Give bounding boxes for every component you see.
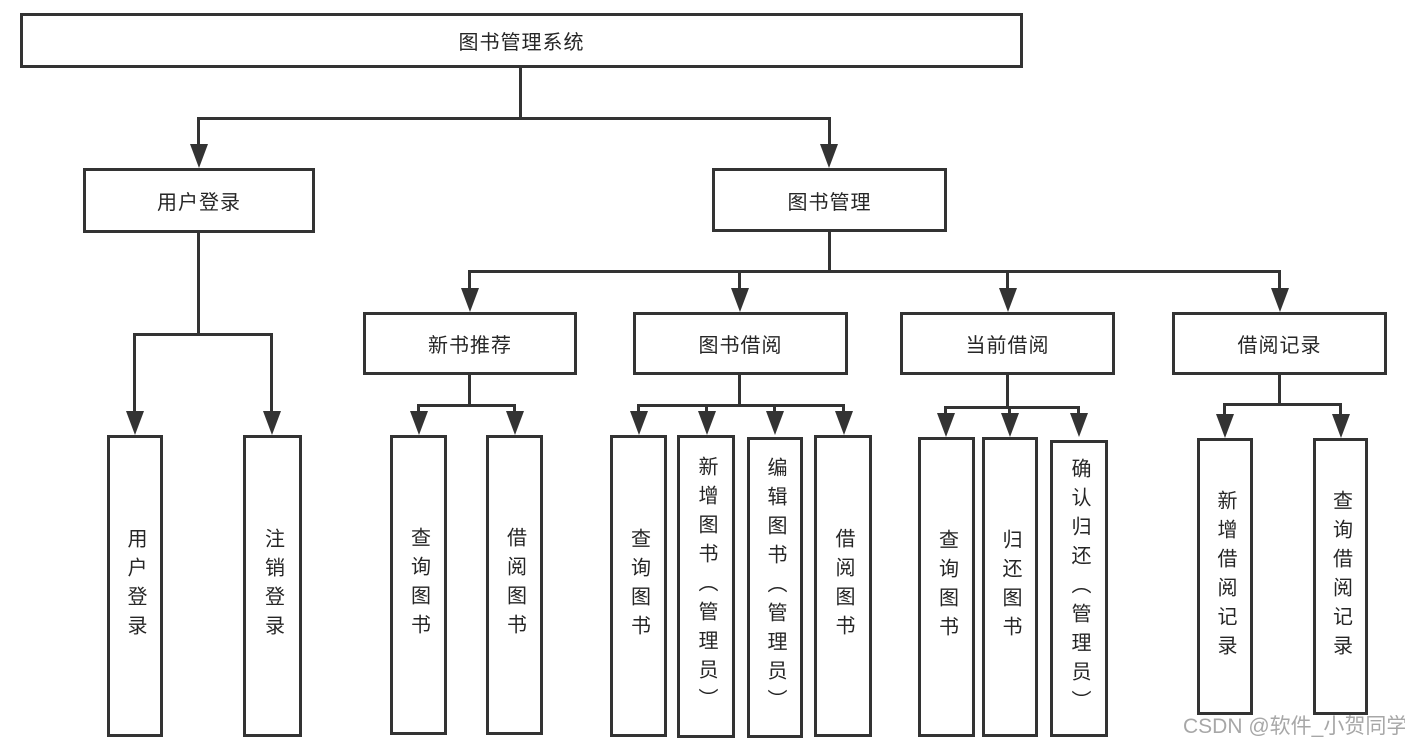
connector-l2-branch: [197, 117, 831, 120]
connector-br-branch: [1223, 403, 1342, 406]
connector-nbr-drop: [468, 375, 471, 406]
node-book-management: 图书管理: [712, 168, 947, 232]
arrow-down-icon: [461, 288, 479, 312]
leaf-borrow-borrow-book: 借阅图书: [814, 435, 872, 737]
arrow-down-icon: [410, 411, 428, 435]
connector-to-br-query: [1339, 403, 1342, 414]
node-root: 图书管理系统: [20, 13, 1023, 68]
arrow-down-icon: [835, 411, 853, 435]
arrow-down-icon: [698, 411, 716, 435]
arrow-down-icon: [190, 144, 208, 168]
arrow-down-icon: [999, 288, 1017, 312]
node-borrow-records-label: 借阅记录: [1237, 335, 1322, 357]
node-book-borrow: 图书借阅: [633, 312, 848, 375]
arrow-down-icon: [766, 411, 784, 435]
node-new-book-recommend: 新书推荐: [363, 312, 577, 375]
node-book-borrow-label: 图书借阅: [698, 335, 783, 357]
arrow-down-icon: [630, 411, 648, 435]
node-current-borrow: 当前借阅: [900, 312, 1115, 375]
connector-to-ul-logout: [270, 333, 273, 413]
leaf-current-query-book-label: 查询图书: [935, 529, 958, 645]
arrow-down-icon: [1001, 413, 1019, 437]
connector-bb-drop: [738, 375, 741, 406]
connector-l3-branch: [468, 270, 1281, 273]
connector-br-drop: [1278, 375, 1281, 405]
leaf-recommend-borrow-book-label: 借阅图书: [503, 527, 526, 643]
leaf-records-query-record: 查询借阅记录: [1313, 438, 1368, 715]
leaf-borrow-add-book-admin-label: 新增图书（管理员）: [695, 456, 717, 717]
connector-to-cb-confirm: [1077, 406, 1080, 415]
arrow-down-icon: [820, 144, 838, 168]
leaf-current-confirm-return-admin: 确认归还（管理员）: [1050, 440, 1108, 737]
arrow-down-icon: [506, 411, 524, 435]
connector-user-drop: [197, 233, 200, 335]
leaf-recommend-query-book: 查询图书: [390, 435, 447, 735]
node-borrow-records: 借阅记录: [1172, 312, 1387, 375]
connector-mgmt-drop: [828, 232, 831, 272]
arrow-down-icon: [1332, 414, 1350, 438]
node-book-management-label: 图书管理: [787, 191, 872, 214]
leaf-logout-label: 注销登录: [261, 528, 284, 644]
arrow-down-icon: [126, 411, 144, 435]
connector-to-new-book-recommend: [468, 270, 471, 292]
leaf-current-return-book: 归还图书: [982, 437, 1038, 737]
leaf-user-login-label: 用户登录: [124, 528, 146, 644]
connector-to-bb-query: [637, 404, 640, 413]
node-current-borrow-label: 当前借阅: [965, 335, 1050, 357]
watermark: CSDN @软件_小贺同学: [1183, 715, 1405, 738]
leaf-records-add-record-label: 新增借阅记录: [1214, 489, 1236, 664]
leaf-logout: 注销登录: [243, 435, 302, 737]
arrow-down-icon: [937, 413, 955, 437]
leaf-current-return-book-label: 归还图书: [999, 529, 1021, 645]
connector-to-bb-edit: [773, 404, 776, 413]
leaf-current-confirm-return-admin-label: 确认归还（管理员）: [1068, 458, 1090, 719]
connector-to-book-borrow: [738, 270, 741, 292]
leaf-borrow-query-book-label: 查询图书: [627, 528, 650, 644]
connector-to-cb-query: [944, 406, 947, 415]
connector-user-branch: [133, 333, 273, 336]
leaf-user-login: 用户登录: [107, 435, 163, 737]
connector-root-drop: [519, 68, 522, 118]
leaf-borrow-borrow-book-label: 借阅图书: [832, 528, 854, 644]
connector-bb-branch: [637, 404, 845, 407]
leaf-recommend-query-book-label: 查询图书: [407, 527, 430, 643]
node-user-login: 用户登录: [83, 168, 315, 233]
connector-to-bb-borrow: [842, 404, 845, 413]
arrow-down-icon: [1070, 413, 1088, 437]
connector-to-bb-add: [705, 404, 708, 413]
leaf-current-query-book: 查询图书: [918, 437, 975, 737]
leaf-borrow-edit-book-admin-label: 编辑图书（管理员）: [764, 457, 786, 718]
leaf-recommend-borrow-book: 借阅图书: [486, 435, 543, 735]
leaf-borrow-edit-book-admin: 编辑图书（管理员）: [747, 437, 803, 738]
connector-to-borrow-records: [1278, 270, 1281, 292]
connector-cb-branch: [944, 406, 1080, 409]
connector-nbr-branch: [417, 404, 516, 407]
leaf-records-add-record: 新增借阅记录: [1197, 438, 1253, 715]
arrow-down-icon: [731, 288, 749, 312]
node-new-book-recommend-label: 新书推荐: [428, 335, 512, 357]
connector-to-cb-return: [1008, 406, 1011, 415]
connector-to-ul-user-login: [133, 333, 136, 413]
arrow-down-icon: [1271, 288, 1289, 312]
node-user-login-label: 用户登录: [157, 192, 241, 214]
connector-to-current-borrow: [1006, 270, 1009, 292]
connector-to-nbr-query: [417, 404, 420, 413]
leaf-borrow-add-book-admin: 新增图书（管理员）: [677, 435, 735, 738]
node-root-label: 图书管理系统: [458, 32, 585, 54]
leaf-records-query-record-label: 查询借阅记录: [1329, 489, 1352, 664]
connector-cb-drop: [1006, 375, 1009, 408]
connector-to-br-add: [1223, 403, 1226, 414]
arrow-down-icon: [263, 411, 281, 435]
connector-to-book-management: [828, 117, 831, 146]
connector-to-user-login: [197, 117, 200, 146]
arrow-down-icon: [1216, 414, 1234, 438]
leaf-borrow-query-book: 查询图书: [610, 435, 667, 737]
connector-to-nbr-borrow: [513, 404, 516, 413]
